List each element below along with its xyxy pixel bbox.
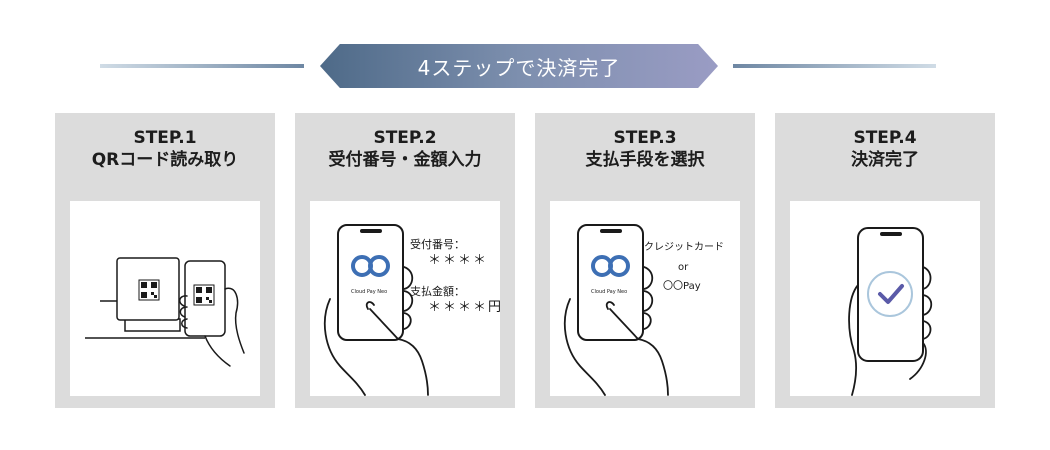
- cloud-pay-logo-icon: [351, 255, 390, 277]
- reception-number-label: 受付番号：: [410, 238, 465, 251]
- payment-complete-illustration: [848, 227, 933, 396]
- smartphone-icon: [337, 224, 404, 341]
- step-illustration-panel: Cloud Pay Neo クレジットカード or 〇〇Pay: [550, 201, 740, 396]
- step-illustration-panel: [790, 201, 980, 396]
- check-circle-icon: [867, 271, 913, 317]
- amount-label: 支払金額：: [410, 285, 465, 298]
- step-number: STEP.4: [853, 128, 917, 148]
- banner-line-right: [733, 64, 936, 68]
- banner-hexagon: 4ステップで決済完了: [320, 44, 718, 88]
- hand-icon: [323, 266, 429, 396]
- step-card-3: STEP.3 支払手段を選択 Cloud Pay Neo クレ: [535, 113, 755, 408]
- hand-icon: [563, 266, 669, 396]
- step-card-2: STEP.2 受付番号・金額入力 Cloud Pay Neo: [295, 113, 515, 408]
- step-title: STEP.2 受付番号・金額入力: [295, 127, 515, 171]
- cloud-pay-logo-icon: [591, 255, 630, 277]
- select-payment-illustration: [563, 224, 669, 396]
- step-number: STEP.2: [373, 128, 437, 148]
- banner-line-left: [100, 64, 304, 68]
- step-illustration-panel: Cloud Pay Neo 受付番号： ＊＊＊＊ 支払金額： ＊＊＊＊円: [310, 201, 500, 396]
- step-title: STEP.3 支払手段を選択: [535, 127, 755, 171]
- smartphone-icon: [184, 260, 226, 337]
- step-label: 決済完了: [851, 150, 919, 170]
- step-number: STEP.1: [133, 128, 197, 148]
- payment-option-or: or: [678, 262, 689, 273]
- step-title: STEP.1 QRコード読み取り: [55, 127, 275, 171]
- step-number: STEP.3: [613, 128, 677, 148]
- step-card-4: STEP.4 決済完了: [775, 113, 995, 408]
- payment-option-pay: 〇〇Pay: [663, 281, 701, 292]
- reception-number-value: ＊＊＊＊: [428, 253, 489, 268]
- title-banner: 4ステップで決済完了: [0, 44, 1050, 88]
- amount-value: ＊＊＊＊円: [428, 300, 500, 315]
- input-illustration: [323, 224, 429, 396]
- screen-logo-text: Cloud Pay Neo: [591, 289, 628, 295]
- step-card-1: STEP.1 QRコード読み取り: [55, 113, 275, 408]
- banner-title: 4ステップで決済完了: [417, 55, 621, 80]
- step-label: 支払手段を選択: [585, 150, 705, 170]
- payment-option-credit-card: クレジットカード: [644, 242, 724, 253]
- smartphone-icon: [577, 224, 644, 341]
- screen-logo-text: Cloud Pay Neo: [351, 289, 388, 295]
- hand-icon: [179, 287, 245, 367]
- qr-scan-illustration: [85, 257, 245, 367]
- step-title: STEP.4 決済完了: [775, 127, 995, 171]
- payment-terminal-icon: [116, 257, 181, 332]
- step-label: 受付番号・金額入力: [328, 150, 482, 170]
- step-illustration-panel: [70, 201, 260, 396]
- step-label: QRコード読み取り: [91, 150, 239, 170]
- hand-icon: [848, 266, 933, 396]
